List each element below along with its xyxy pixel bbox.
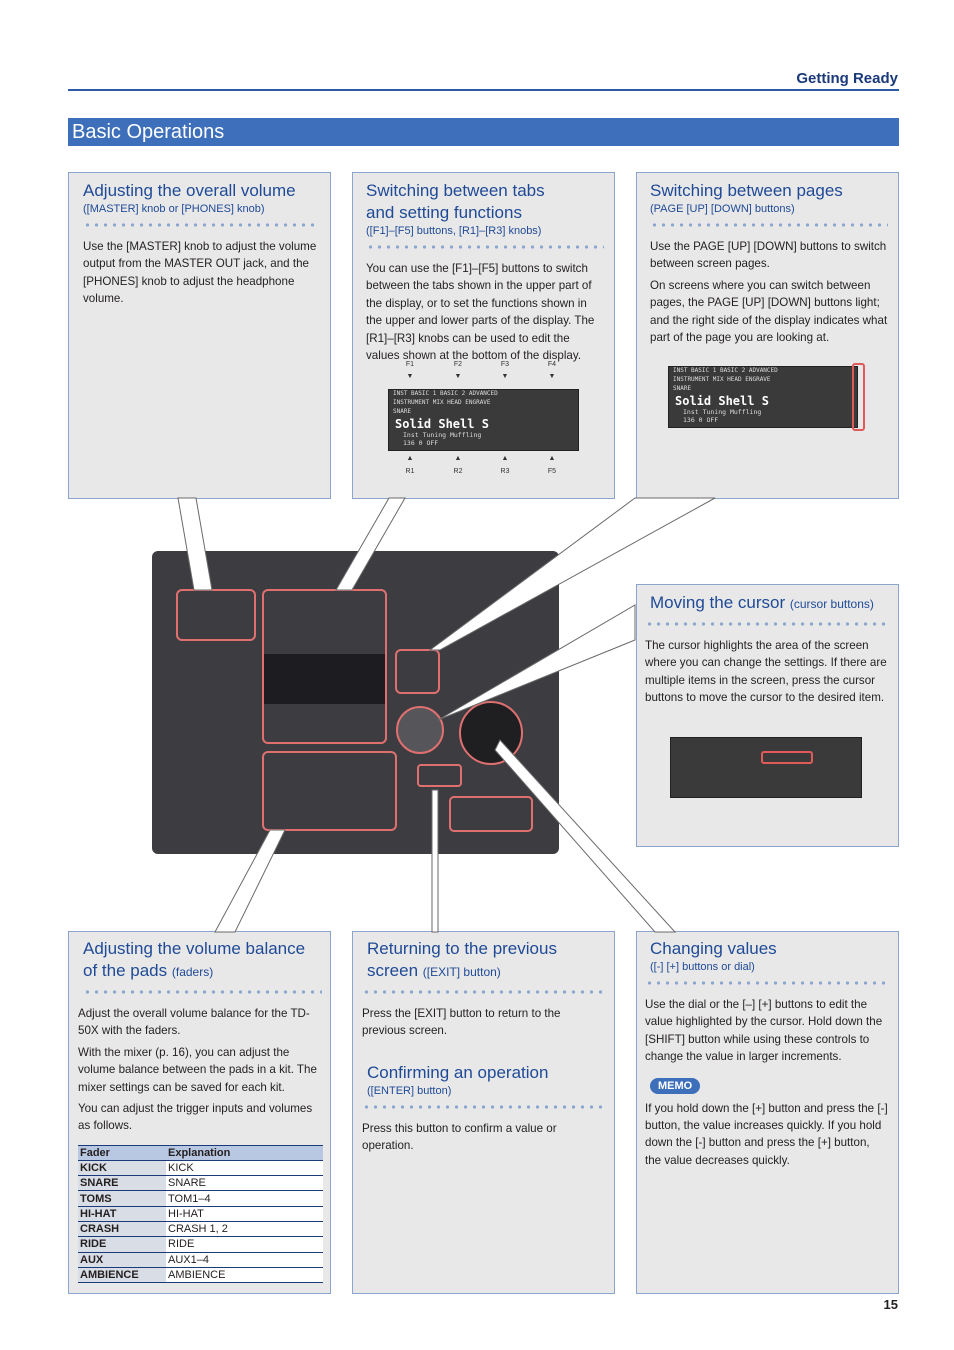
pages-body-1: Use the PAGE [UP] [DOWN] buttons to swit…	[650, 240, 887, 271]
r-knob-labels: ▲▲▲▲ R1 R2 R3 F5	[405, 455, 557, 475]
master-phones-knobs-highlight	[176, 589, 256, 641]
f-button-labels: F1 F2 F3 F4 ▼▼▼▼	[405, 361, 557, 380]
faders-highlight	[262, 751, 397, 831]
display-screenshot-trigger	[670, 737, 862, 798]
change-body: Use the dial or the [–] [+] buttons to e…	[645, 998, 883, 1064]
return-body: Press the [EXIT] button to return to the…	[362, 1007, 561, 1038]
page-banner: Basic Operations	[68, 118, 899, 146]
page-indicator-highlight	[852, 363, 865, 431]
volume-subtitle: ([MASTER] knob or [PHONES] knob)	[83, 203, 265, 215]
confirm-title: Confirming an operation	[367, 1062, 549, 1082]
volume-body: Use the [MASTER] knob to adjust the volu…	[83, 240, 317, 306]
dotted-divider	[83, 989, 322, 995]
balance-body-3: You can adjust the trigger inputs and vo…	[78, 1102, 313, 1133]
memo-badge: MEMO	[650, 1077, 701, 1094]
confirm-subtitle: ([ENTER] button)	[367, 1084, 452, 1097]
section-title: Getting Ready	[796, 70, 898, 87]
pages-body-2: On screens where you can switch between …	[650, 278, 888, 345]
dotted-divider	[645, 621, 888, 627]
change-subtitle: ([-] [+] buttons or dial)	[650, 961, 755, 973]
display-screenshot-pages: INST BASIC 1 BASIC 2 ADVANCED INSTRUMENT…	[668, 366, 858, 428]
minus-plus-highlight	[449, 796, 533, 832]
cursor-title: Moving the cursor (cursor buttons)	[650, 593, 874, 612]
dotted-divider	[366, 244, 604, 250]
page-buttons-highlight	[395, 649, 440, 694]
dotted-divider	[650, 222, 888, 228]
volume-box: Adjusting the overall volume ([MASTER] k…	[68, 172, 331, 499]
cursor-box: Moving the cursor (cursor buttons) The c…	[636, 584, 899, 847]
change-title: Changing values	[650, 939, 777, 958]
tabs-subtitle: ([F1]–[F5] buttons, [R1]–[R3] knobs)	[366, 225, 542, 237]
device-display	[262, 654, 387, 704]
display-screenshot-tabs: INST BASIC 1 BASIC 2 ADVANCED INSTRUMENT…	[388, 389, 579, 451]
memo-body: If you hold down the [+] button and pres…	[645, 1101, 888, 1167]
tabs-body: You can use the [F1]–[F5] buttons to swi…	[366, 262, 595, 363]
confirm-body: Press this button to confirm a value or …	[362, 1121, 557, 1153]
function-buttons-highlight	[262, 589, 387, 744]
cursor-body: The cursor highlights the area of the sc…	[645, 639, 887, 705]
balance-body-1: Adjust the overall volume balance for th…	[78, 1007, 310, 1038]
td50x-module-illustration	[152, 551, 559, 854]
dotted-divider	[362, 1103, 604, 1110]
value-dial	[459, 701, 523, 765]
volume-title: Adjusting the overall volume	[83, 181, 296, 200]
dotted-divider	[362, 989, 604, 995]
dotted-divider	[645, 980, 888, 986]
dotted-divider	[83, 222, 320, 228]
change-box: Changing values ([-] [+] buttons or dial…	[636, 931, 899, 1294]
cursor-buttons	[396, 706, 444, 754]
top-rule	[68, 89, 899, 91]
exit-enter-highlight	[417, 764, 462, 787]
pages-subtitle: (PAGE [UP] [DOWN] buttons)	[650, 203, 795, 215]
balance-body-2: With the mixer (p. 16), you can adjust t…	[78, 1045, 317, 1094]
cursor-highlight	[761, 751, 813, 764]
pages-box: Switching between pages (PAGE [UP] [DOWN…	[636, 172, 899, 499]
pages-title: Switching between pages	[650, 181, 843, 200]
page-number: 15	[883, 1297, 898, 1312]
